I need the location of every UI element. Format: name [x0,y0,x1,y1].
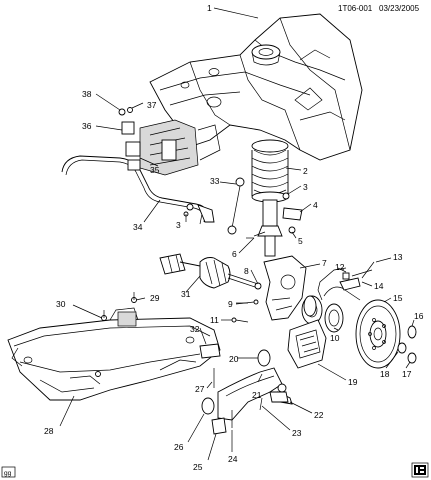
callout-10: 10 [330,333,340,343]
diagram-code: 1T06-001 [338,4,373,13]
lower-control-arm [201,349,293,435]
bushing-26 [201,397,215,415]
callout-12: 12 [335,262,345,272]
ball-joint [277,383,287,393]
callout-20: 20 [229,354,239,364]
callout-2: 2 [303,166,308,176]
nut-17 [407,352,417,364]
control-arm-bushing-20 [257,349,271,367]
callout-27: 27 [195,384,205,394]
callout-38: 38 [82,89,92,99]
callout-30: 30 [56,299,66,309]
callout-35: 35 [150,165,160,175]
corner-badge-left: gg [1,466,16,478]
nut-37 [127,107,133,113]
diagram-date: 03/23/2005 [379,4,420,13]
callout-14: 14 [374,281,384,291]
badge-left-text: gg [4,470,12,477]
callout-9: 9 [228,299,233,309]
strut-bracket [282,207,303,221]
stabilizer-link [186,177,245,235]
callout-5: 5 [298,236,303,246]
callout-22: 22 [314,410,324,420]
nut-3b [282,192,290,200]
callout-37: 37 [147,100,157,110]
callout-labels: 1 2 3 3 4 5 6 7 8 9 10 11 12 13 14 15 16… [44,3,424,472]
callout-19: 19 [348,377,358,387]
callout-8: 8 [244,266,249,276]
drive-axle [159,253,259,289]
callout-4: 4 [313,200,318,210]
callout-1: 1 [207,3,212,13]
callout-23: 23 [292,428,302,438]
callout-36: 36 [82,121,92,131]
hub-nut-18 [397,342,407,354]
callout-34: 34 [133,222,143,232]
leader-lines [59,7,415,461]
callout-3a: 3 [303,182,308,192]
bushing-25 [211,417,227,435]
callout-24: 24 [228,454,238,464]
callout-6: 6 [232,249,237,259]
callout-26: 26 [174,442,184,452]
callout-31: 31 [181,289,191,299]
callout-18: 18 [380,369,390,379]
bolt-8 [254,282,262,290]
callout-7: 7 [322,258,327,268]
callout-16: 16 [414,311,424,321]
abs-sensor-harness [317,267,373,301]
callout-28: 28 [44,426,54,436]
callout-33: 33 [210,176,220,186]
callout-25: 25 [193,462,203,472]
stabilizer-bushing [125,141,141,157]
rear-bushing-32 [199,343,221,359]
callout-11: 11 [210,315,219,325]
callout-21: 21 [252,390,262,400]
splash-shield [303,295,317,317]
callout-32: 32 [190,324,200,334]
engine-mount-bracket [139,119,221,176]
callout-13: 13 [393,252,403,262]
steering-knuckle [254,255,307,321]
brake-caliper [287,295,327,369]
hub-nut-washer [397,325,417,364]
frame-crossmember [7,292,221,401]
callout-15: 15 [393,293,403,303]
bolt-38 [118,108,126,116]
washer-16 [407,325,417,339]
stabilizer-link-bushing [121,121,135,135]
brake-rotor [355,299,401,369]
callout-3b: 3 [176,220,181,230]
strut-assembly [251,139,303,257]
callout-29: 29 [150,293,160,303]
corner-badge-right [411,462,429,478]
callout-17: 17 [402,369,412,379]
